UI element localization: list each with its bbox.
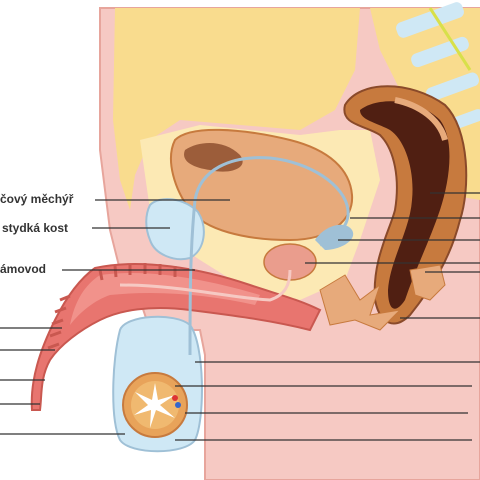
pelvic-muscle bbox=[319, 274, 402, 331]
testis-cross-section-icon bbox=[122, 372, 188, 438]
vas-deferens bbox=[188, 156, 350, 356]
penis-corpus bbox=[70, 272, 260, 325]
leader-lines bbox=[0, 192, 480, 441]
bladder-inner bbox=[184, 143, 243, 172]
label-bladder: čový měchýř bbox=[0, 192, 74, 206]
anal-sphincter bbox=[409, 264, 446, 301]
urethra bbox=[119, 269, 292, 302]
label-vas-deferens: ámovod bbox=[0, 262, 47, 276]
rectum-inner bbox=[360, 101, 450, 309]
abdominal-fat bbox=[113, 8, 360, 210]
label-pubic-bone: stydká kost bbox=[2, 221, 69, 235]
